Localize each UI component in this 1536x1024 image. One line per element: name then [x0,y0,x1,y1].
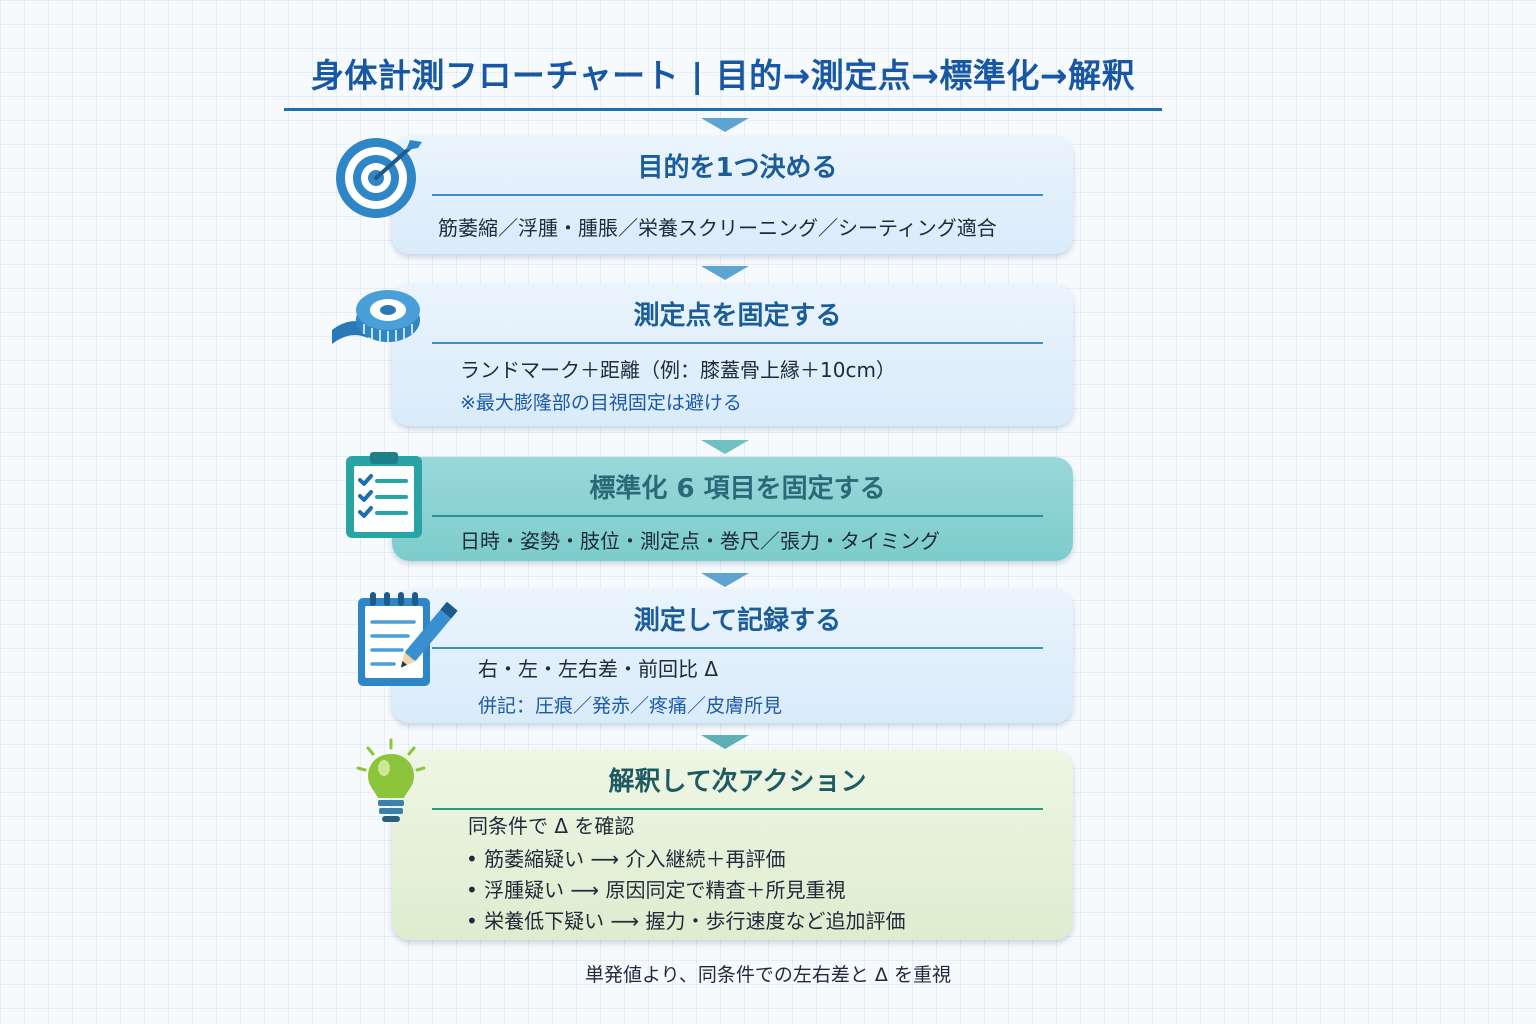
step-text: 右・左・左右差・前回比 Δ [478,657,719,681]
step-card-record: 測定して記録する 右・左・左右差・前回比 Δ 併記：圧痕／発赤／疼痛／皮膚所見 [392,589,1073,723]
step-heading: 測定点を固定する [633,301,842,331]
step-heading: 測定して記録する [633,606,842,636]
tape-measure-icon [332,290,420,344]
step-card-measure-point: 測定点を固定する ランドマーク＋距離（例：膝蓋骨上縁＋10cm） ※最大膨隆部の… [392,284,1073,426]
step-text: 日時・姿勢・肢位・測定点・巻尺／張力・タイミング [460,529,940,553]
page-title-block: 身体計測フローチャート | 目的→測定点→標準化→解釈 [284,52,1162,111]
step-heading-row: 解釈して次アクション [432,750,1043,810]
step-heading-row: 測定点を固定する [432,284,1043,344]
flow-arrow-2 [701,440,749,454]
step-text: 同条件で Δ を確認 [468,814,635,838]
step-heading-row: 測定して記録する [432,589,1043,649]
checklist-icon [346,452,422,538]
flow-arrow-1 [701,266,749,280]
step-heading-row: 標準化 6 項目を固定する [432,457,1043,517]
action-item: • 浮腫疑い ⟶ 原因同定で精査＋所見重視 [466,878,846,902]
step-heading-row: 目的を1つ決める [432,136,1043,196]
step-note: 併記：圧痕／発赤／疼痛／皮膚所見 [478,695,783,717]
flow-arrow-3 [701,573,749,587]
step-heading: 目的を1つ決める [637,153,838,183]
step-heading: 標準化 6 項目を固定する [589,474,886,504]
action-item: • 栄養低下疑い ⟶ 握力・歩行速度など追加評価 [466,909,906,933]
step-text: ランドマーク＋距離（例：膝蓋骨上縁＋10cm） [460,358,896,382]
step-text: 筋萎縮／浮腫・腫脹／栄養スクリーニング／シーティング適合 [438,216,997,240]
action-item: • 筋萎縮疑い ⟶ 介入継続＋再評価 [466,847,786,871]
step-card-interpret: 解釈して次アクション 同条件で Δ を確認 • 筋萎縮疑い ⟶ 介入継続＋再評価… [392,750,1073,940]
page-title: 身体計測フローチャート | 目的→測定点→標準化→解釈 [310,56,1136,95]
notepad-pencil-icon [358,592,458,686]
flow-arrow-0 [701,118,749,132]
footer-note: 単発値より、同条件での左右差と Δ を重視 [585,964,951,986]
lightbulb-icon [356,738,426,822]
flow-arrow-4 [701,735,749,749]
step-card-purpose: 目的を1つ決める 筋萎縮／浮腫・腫脹／栄養スクリーニング／シーティング適合 [392,136,1073,254]
step-heading: 解釈して次アクション [608,767,867,797]
step-note: ※最大膨隆部の目視固定は避ける [460,392,742,414]
target-icon [336,138,422,218]
step-card-standardize: 標準化 6 項目を固定する 日時・姿勢・肢位・測定点・巻尺／張力・タイミング [392,457,1073,561]
